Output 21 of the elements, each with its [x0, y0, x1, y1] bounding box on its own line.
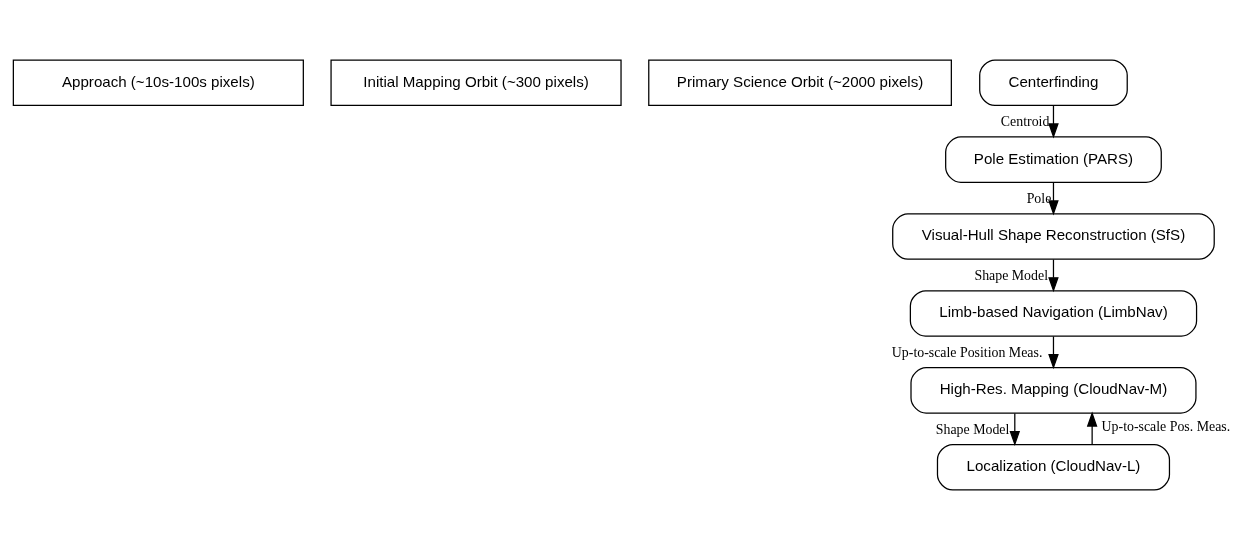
arrow — [1048, 181, 1059, 215]
edge-label: Up-to-scale Position Meas. — [891, 344, 1043, 360]
edge-label: Pole — [1026, 190, 1052, 206]
arrow — [1086, 411, 1098, 445]
node-box: Centerfinding — [979, 58, 1128, 106]
node-box: Primary Science Orbit (~2000 pixels) — [648, 58, 952, 106]
node-box: Limb-based Navigation (LimbNav) — [909, 289, 1198, 337]
edge-label: Centroid — [1000, 113, 1050, 129]
node-box: Initial Mapping Orbit (~300 pixels) — [330, 58, 622, 106]
node-box: High-Res. Mapping (CloudNav-M) — [910, 366, 1197, 414]
edge-label: Up-to-scale Pos. Meas. — [1101, 418, 1231, 434]
edge-label: Shape Model — [974, 267, 1048, 283]
node-box: Pole Estimation (PARS) — [945, 135, 1162, 183]
arrow — [1048, 258, 1059, 292]
node-box: Localization (CloudNav-L) — [936, 443, 1171, 491]
node-box: Approach (~10s-100s pixels) — [12, 58, 304, 106]
arrow — [1009, 412, 1021, 446]
arrow — [1048, 335, 1059, 369]
arrow — [1048, 104, 1059, 138]
edge-label: Shape Model — [935, 421, 1010, 437]
node-box: Visual-Hull Shape Reconstruction (SfS) — [892, 212, 1215, 260]
